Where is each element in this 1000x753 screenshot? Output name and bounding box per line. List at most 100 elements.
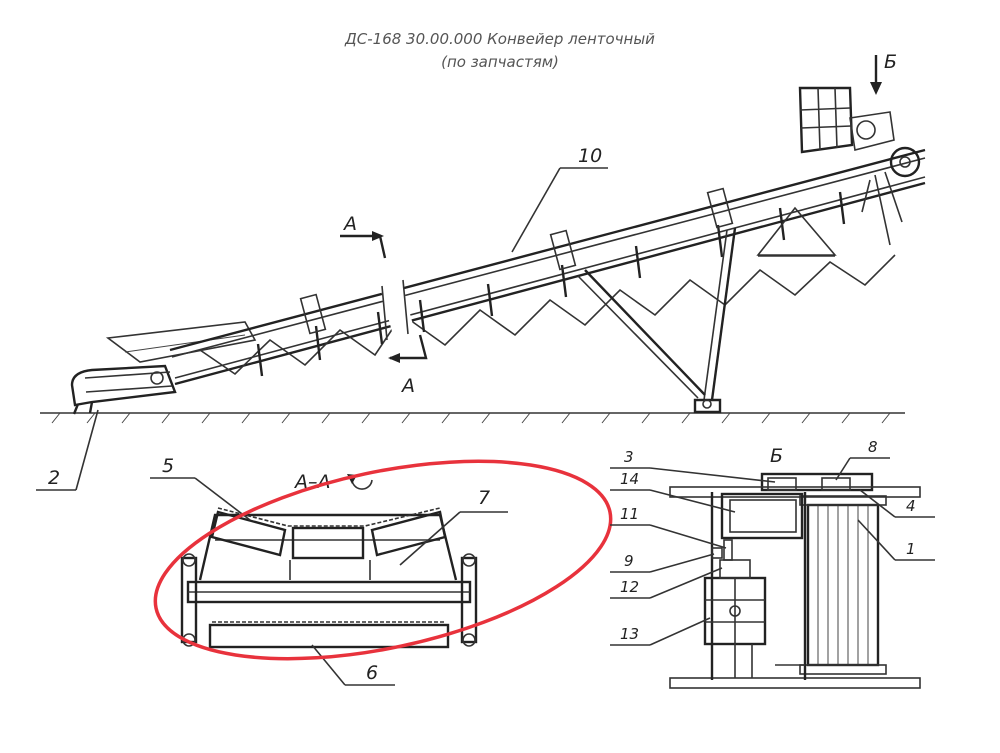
drive-motor (849, 111, 895, 151)
bearing-3 (767, 477, 797, 491)
callout-6: 6 (366, 662, 378, 684)
support-foot (693, 398, 722, 414)
callout-12: 12 (620, 578, 639, 596)
callout-10: 10 (578, 145, 602, 167)
drive-flange-bottom (669, 677, 921, 689)
callout-11-leader (649, 524, 727, 549)
truss-diagonals (199, 254, 896, 376)
drive-motor-shaft (856, 120, 876, 140)
view-b-arrow-head (870, 82, 882, 95)
truss-top-chord-inner (171, 157, 926, 358)
highlight-ellipse (153, 459, 613, 661)
callout-2-leader (75, 409, 99, 491)
idler-roller-center (291, 526, 365, 560)
callout-13: 13 (620, 625, 639, 643)
section-a-bottom-mark (390, 334, 428, 360)
section-bolt (182, 553, 196, 567)
bolt-11 (723, 539, 733, 561)
title-line-2: (по запчастям) (441, 53, 559, 71)
support-leg-brace (584, 269, 706, 396)
joint-plate (299, 293, 327, 335)
motor-frame (710, 492, 807, 680)
gearbox-14-inner (729, 499, 797, 533)
tail-pulley-housing (70, 364, 177, 407)
callout-12-leader (649, 567, 723, 599)
ground-hatching (51, 412, 891, 424)
callout-10-leader (511, 167, 561, 253)
section-a-bottom-label: А (400, 375, 415, 397)
callout-3-leader (649, 467, 776, 483)
support-foot-pin (702, 399, 712, 409)
discharge-funnel (756, 206, 837, 256)
motor-13-details (705, 578, 765, 644)
section-a-top-arrow (372, 231, 384, 241)
idler-bracket-posts (215, 539, 440, 580)
callout-9-leader (649, 553, 715, 573)
callout-5-leader (194, 477, 251, 521)
section-a-a-view: А–А 5 7 6 (150, 455, 613, 686)
idler-bracket (198, 513, 458, 581)
drive-top-plate (760, 472, 874, 492)
callout-11: 11 (620, 505, 639, 523)
drive-guard-grid (799, 87, 852, 151)
tail-frame-line (84, 371, 171, 379)
callout-8-leader (835, 457, 851, 481)
callout-7-leader (399, 511, 461, 566)
conveyor-belt-trough (217, 507, 441, 527)
tail-pulley (150, 371, 164, 385)
gearbox-14 (720, 492, 804, 540)
section-bolt (462, 553, 476, 567)
section-break-lines (381, 279, 409, 341)
truss-bottom-chord-inner (174, 176, 926, 379)
coupling-12 (719, 559, 751, 579)
drive-guard-frame (798, 86, 854, 154)
callout-13-leader (649, 617, 711, 646)
callout-3: 3 (624, 448, 634, 466)
section-aa-title: А–А (293, 471, 331, 493)
section-bolt (462, 633, 476, 647)
callout-4: 4 (906, 497, 916, 515)
section-break-gap (377, 273, 415, 335)
drum-flange-bottom (799, 664, 887, 675)
section-a-top-mark (340, 234, 387, 259)
support-leg-front (710, 227, 737, 401)
drum-flange-top (799, 495, 887, 506)
head-pulley (889, 146, 921, 178)
bearing-8 (821, 477, 851, 491)
joint-plate (549, 229, 577, 271)
drum-pulley-lines (817, 505, 869, 665)
truss-top-chord (169, 148, 926, 352)
conveyor-side-view: Б А А 10 2 (36, 51, 926, 491)
tail-foot (72, 401, 94, 415)
callout-14-leader (649, 489, 736, 513)
drive-flange-top (669, 486, 921, 498)
callout-5: 5 (162, 455, 174, 477)
view-b-arrow-label: Б (884, 51, 897, 73)
title-line-1: ДС-168 30.00.000 Конвейер ленточный (344, 30, 655, 48)
joint-plate (706, 187, 734, 229)
view-b-drive-detail: Б 3 14 11 (610, 438, 935, 689)
callout-6-leader (311, 644, 346, 686)
hopper-line (124, 334, 246, 353)
idler-roller-right (370, 510, 447, 557)
callout-14: 14 (620, 470, 639, 488)
callout-1-leader (857, 519, 896, 561)
section-side-post-right (460, 556, 478, 644)
section-aa-rotate-symbol (351, 477, 373, 490)
loading-hopper (105, 321, 257, 363)
truss-bottom-chord (174, 181, 926, 386)
callout-9: 9 (624, 552, 634, 570)
callout-2: 2 (48, 467, 60, 489)
support-leg-front-inner (703, 229, 728, 401)
motor-shaft (729, 605, 741, 617)
callout-8: 8 (868, 438, 878, 456)
callout-1: 1 (906, 540, 916, 558)
section-a-bottom-arrow (388, 353, 400, 363)
bottom-shaft (734, 644, 805, 678)
head-frame-legs (861, 171, 903, 246)
callout-7: 7 (478, 487, 490, 509)
section-a-top-label: А (342, 213, 357, 235)
head-pulley-hub (899, 156, 911, 168)
support-leg-brace-inner (577, 275, 699, 399)
